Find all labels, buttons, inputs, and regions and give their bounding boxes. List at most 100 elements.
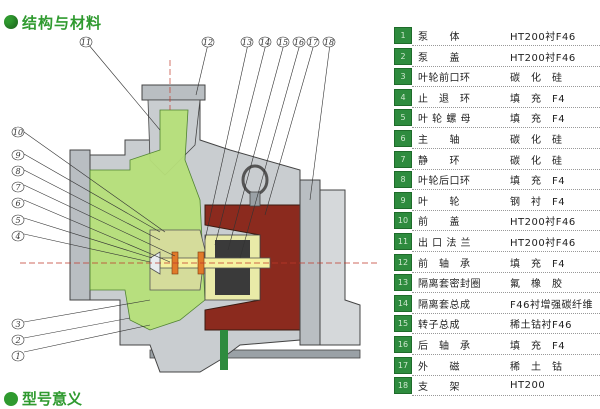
table-row: 16 后 轴 承 填 充 F4 [394,335,600,354]
part-number: 15 [394,315,412,333]
callout-circle-9 [11,149,25,161]
part-name: 泵 盖 [418,52,460,64]
callout-circle-5 [11,214,25,226]
row-divider [412,148,600,149]
bracket [299,179,321,346]
row-divider [412,230,600,232]
part-material: 填 充 F4 [510,93,566,105]
bottom-section-title: 型号意义 [4,388,82,409]
callout-circle-7 [11,181,25,193]
row-divider [412,127,600,129]
callout-circle-8 [11,165,25,177]
callout-circle-13 [240,36,254,48]
callout-label-12: 12 [203,38,213,47]
callout-label-14: 14 [260,38,270,47]
part-number: 16 [394,336,412,353]
part-number: 11 [394,233,412,250]
callout-circle-12 [201,36,215,48]
row-divider [412,374,600,376]
row-divider [412,168,600,170]
part-material: 填 充 F4 [510,258,566,270]
part-number: 13 [394,274,412,292]
callout-circle-11 [79,36,93,48]
suction-flange [69,149,91,301]
callout-label-3: 3 [15,320,20,329]
part-number: 2 [394,47,412,65]
part-name: 隔离套密封圈 [418,279,481,291]
part-number: 9 [394,191,412,209]
callout-circle-18 [322,36,336,48]
part-name: 叶轮前口环 [418,73,471,85]
support-frame [319,189,361,346]
callout-label-2: 2 [14,336,20,345]
part-material: 填 充 F4 [510,176,566,188]
section-title: 结构与材料 [4,10,102,34]
row-divider [412,251,600,252]
row-divider [412,312,600,314]
callout-circle-17 [306,36,320,48]
part-name: 隔离套总成 [418,299,471,311]
callout-circle-16 [292,36,306,48]
callout-label-18: 18 [324,38,334,47]
callout-circle-6 [11,197,25,209]
part-material: 填 充 F4 [510,341,566,352]
row-divider [412,333,600,335]
part-name: 前 盖 [418,217,460,229]
bottom-section-title-text: 型号意义 [22,390,83,408]
part-material: 碳 化 硅 [510,135,563,146]
part-material: 填 充 F4 [510,114,566,126]
bullet-icon [4,391,18,406]
part-material: 稀 土 钴 [510,361,563,373]
callout-label-15: 15 [278,38,288,47]
part-name: 支 架 [418,382,460,394]
part-number: 3 [394,68,412,86]
row-divider [412,65,600,67]
callout-circle-15 [276,36,290,48]
callout-label-13: 13 [242,38,252,47]
outlet-flange [141,84,206,101]
part-name: 前 轴 承 [418,258,471,270]
part-name: 静 环 [418,155,460,167]
part-number: 7 [394,150,412,168]
part-material: HT200衬F46 [510,32,576,43]
part-number: 12 [394,253,412,271]
part-name: 外 磁 [418,361,460,373]
table-row: 2 泵 盖 HT200衬F46 [394,47,600,66]
part-name: 出 口 法 兰 [418,238,472,249]
row-divider [412,354,600,355]
part-name: 转子总成 [418,320,460,332]
part-number: 8 [394,171,412,189]
callout-label-8: 8 [15,167,20,176]
table-row: 6 主 轴 碳 化 硅 [394,129,600,148]
callout-label-16: 16 [294,38,304,47]
part-name: 主 轴 [418,135,460,146]
table-row: 12 前 轴 承 填 充 F4 [394,253,600,272]
part-name: 叶轮后口环 [418,176,471,188]
part-name: 后 轴 承 [418,341,471,352]
bullet-icon [4,15,18,29]
part-material: 碳 化 硅 [510,155,563,167]
lifting-eye-stem [249,191,261,207]
part-name: 叶 轮 螺 母 [418,114,472,126]
part-name: 泵 体 [418,32,460,43]
row-divider [412,189,600,191]
part-number: 18 [394,377,412,395]
part-material: HT200衬F46 [510,217,576,229]
callout-label-11: 11 [81,38,91,47]
callout-circle-10 [11,126,25,138]
row-divider [412,106,600,108]
callout-label-5: 5 [15,216,20,225]
part-number: 6 [394,130,412,147]
part-name: 叶 轮 [418,196,460,208]
row-divider [412,209,600,211]
row-divider [412,45,600,46]
part-material: HT200衬F46 [510,52,576,64]
